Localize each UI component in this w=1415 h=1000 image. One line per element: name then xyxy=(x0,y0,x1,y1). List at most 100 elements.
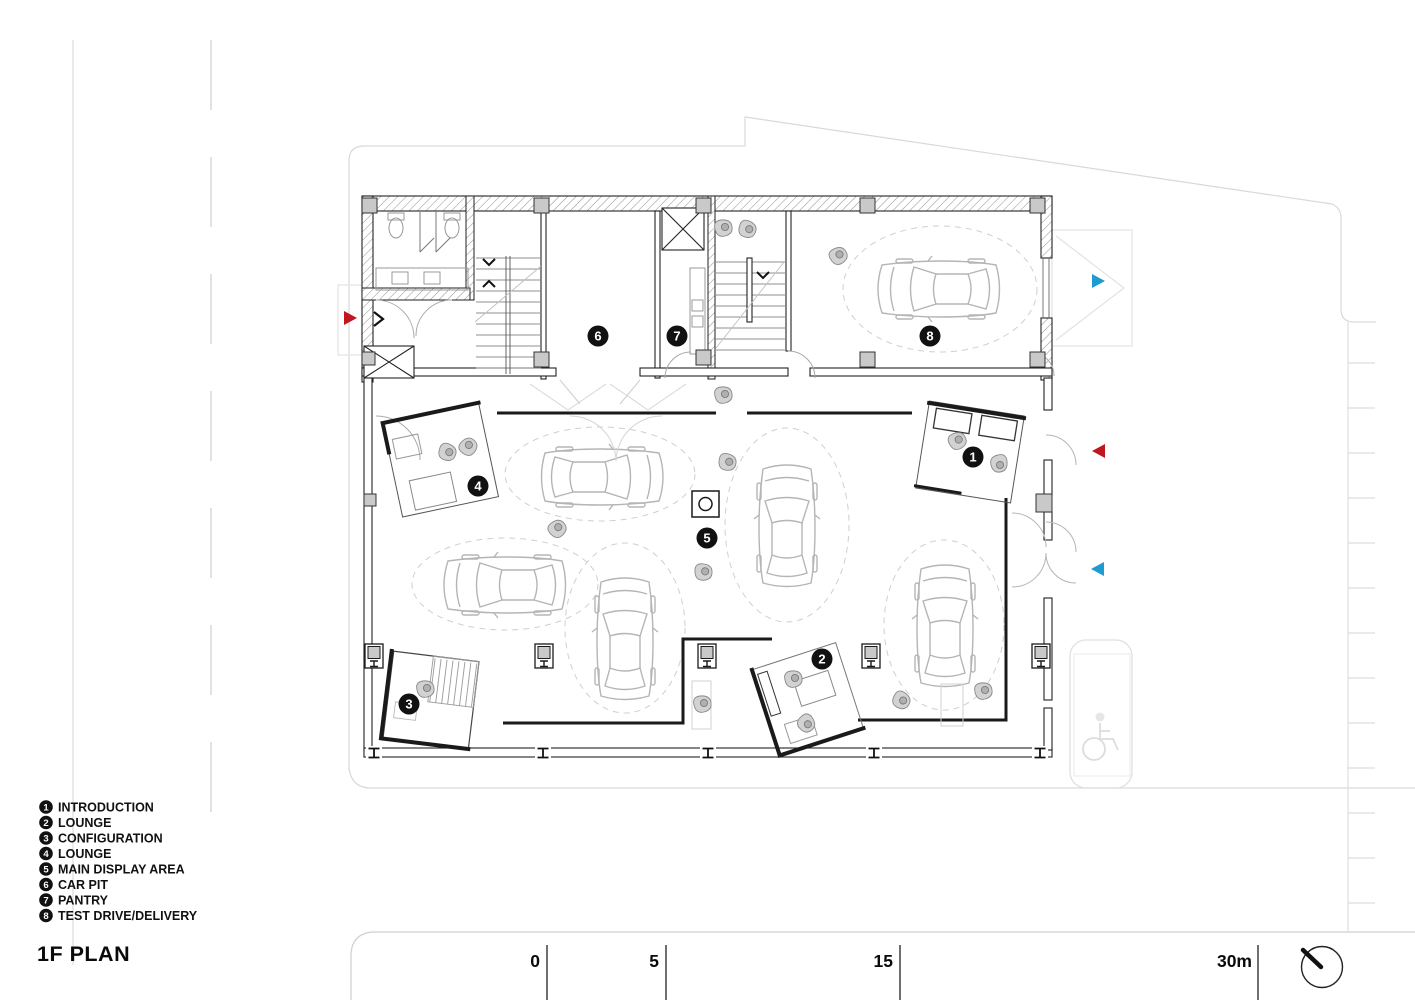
kiosk xyxy=(534,643,554,669)
legend-label: TEST DRIVE/DELIVERY xyxy=(58,909,198,923)
legend-item: 8 TEST DRIVE/DELIVERY xyxy=(39,908,198,923)
legend-label: CAR PIT xyxy=(58,878,108,892)
showroom-wall-left xyxy=(363,377,373,752)
legend-label: CONFIGURATION xyxy=(58,832,163,846)
legend: 1 INTRODUCTION 2 LOUNGE 3 CONFIGURATION … xyxy=(39,800,198,923)
legend-number-badge xyxy=(39,893,53,907)
stair-direction-chevrons xyxy=(482,258,496,288)
wall-room6-pantry xyxy=(654,210,661,379)
wall-pantry-stair2 xyxy=(707,195,716,380)
legend-label: PANTRY xyxy=(58,894,109,908)
entry-triangle-blue-east xyxy=(1092,274,1105,288)
showroom xyxy=(363,377,1077,761)
legend-number-badge xyxy=(39,877,53,892)
plan-markers: 1 2 3 4 5 6 7 8 xyxy=(398,325,984,715)
svg-text:4: 4 xyxy=(474,479,482,494)
stair-west xyxy=(474,256,542,374)
turntable-control xyxy=(691,490,720,518)
display-ellipse-room8 xyxy=(842,225,1038,353)
wall-toilet-right xyxy=(465,195,475,301)
legend-item: 5 MAIN DISPLAY AREA xyxy=(39,862,185,877)
site-context-lines xyxy=(72,40,1415,1000)
legend-number-badge xyxy=(39,846,53,861)
entry-direction-chevron xyxy=(373,311,385,327)
legend-number: 5 xyxy=(43,864,49,875)
legend-number: 4 xyxy=(43,849,49,860)
elevator-2 xyxy=(661,207,705,251)
entrance-lobby xyxy=(373,299,453,461)
legend-number: 7 xyxy=(43,895,48,906)
legend-number: 6 xyxy=(43,880,48,891)
legend-item: 2 LOUNGE xyxy=(39,815,111,830)
plan-marker-4: 4 xyxy=(467,475,489,497)
scale-label-30m: 30m xyxy=(1217,951,1252,971)
wall-right-upper xyxy=(1040,195,1053,259)
legend-item: 4 LOUNGE xyxy=(39,846,111,861)
legend-number-badge xyxy=(39,800,53,814)
kiosk xyxy=(1031,643,1051,669)
toilet-room xyxy=(375,212,469,339)
legend-item: 1 INTRODUCTION xyxy=(39,800,154,815)
svg-text:8: 8 xyxy=(926,329,933,344)
svg-text:1: 1 xyxy=(969,450,976,465)
parking-stall-lines xyxy=(1348,362,1375,904)
car-room8 xyxy=(877,255,1001,323)
facade-column-marker xyxy=(365,745,383,761)
right-wall-doors xyxy=(1011,434,1077,588)
legend-label: MAIN DISPLAY AREA xyxy=(58,863,185,877)
entry-markers xyxy=(344,274,1105,576)
room-lounge-2 xyxy=(749,642,866,758)
plan-marker-8: 8 xyxy=(919,325,941,347)
svg-text:6: 6 xyxy=(594,329,601,344)
structural-columns xyxy=(361,197,1046,368)
facade-column-marker xyxy=(534,745,552,761)
room-introduction xyxy=(913,400,1027,504)
wall-south-seg1 xyxy=(361,367,557,377)
legend-number: 8 xyxy=(43,911,48,922)
north-arrow-icon xyxy=(1300,945,1344,989)
svg-text:3: 3 xyxy=(405,697,412,712)
floor-mat xyxy=(940,683,964,727)
column-right-wall xyxy=(1035,493,1053,513)
property-boundary xyxy=(348,116,1376,770)
legend-label: LOUNGE xyxy=(58,816,111,830)
legend-number: 2 xyxy=(43,818,48,829)
legend-label: LOUNGE xyxy=(58,847,111,861)
wall-corridor-room8 xyxy=(785,210,792,352)
facade-column-marker xyxy=(699,745,717,761)
entry-triangle-red-west xyxy=(344,311,357,325)
entry-triangle-blue-east2 xyxy=(1091,562,1104,576)
svg-text:7: 7 xyxy=(673,329,680,344)
legend-number-badge xyxy=(39,815,53,830)
service-block xyxy=(361,195,1055,461)
service-doors xyxy=(559,350,1055,405)
wall-toilet-bottom xyxy=(361,287,471,301)
scale-ticks xyxy=(546,945,1259,1000)
legend-number-badge xyxy=(39,908,53,923)
svg-text:2: 2 xyxy=(818,652,825,667)
column-left-wall xyxy=(363,493,377,507)
pantry-counter xyxy=(689,267,706,355)
car-display-3 xyxy=(591,577,659,701)
scale-label-5: 5 xyxy=(649,951,659,971)
legend-number: 1 xyxy=(43,802,49,813)
handicap-parking-stall xyxy=(1069,639,1133,789)
svg-text:5: 5 xyxy=(703,531,710,546)
wheelchair-icon xyxy=(1082,712,1119,761)
wall-south-seg2 xyxy=(639,367,789,377)
scale-label-15: 15 xyxy=(874,951,894,971)
canopy-marks xyxy=(529,383,687,462)
kiosk xyxy=(697,643,717,669)
kiosk xyxy=(861,643,881,669)
car-display-5 xyxy=(911,564,979,688)
facade-column-marker xyxy=(1031,745,1049,761)
stair-direction-chevron xyxy=(756,271,770,280)
facade-column-marker xyxy=(865,745,883,761)
stair-mid xyxy=(714,257,786,351)
plan-marker-1: 1 xyxy=(962,446,984,468)
legend-number-badge xyxy=(39,831,53,845)
entry-canopy-right xyxy=(1051,229,1133,347)
plan-marker-3: 3 xyxy=(398,693,420,715)
wall-south-seg3 xyxy=(809,367,1053,377)
